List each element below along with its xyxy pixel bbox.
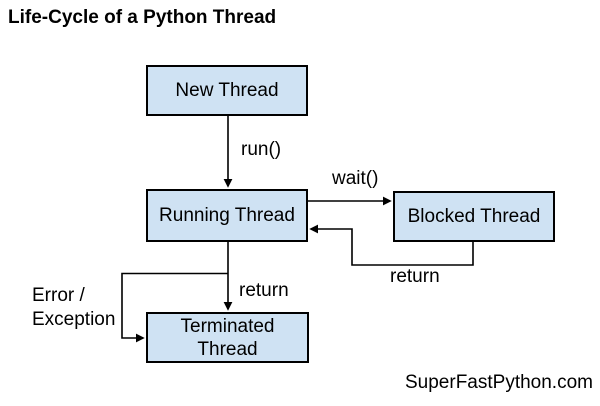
node-new-thread: New Thread: [146, 65, 308, 116]
diagram-title: Life-Cycle of a Python Thread: [8, 7, 277, 28]
node-terminated-thread: Terminated Thread: [146, 312, 309, 363]
edge-label-error-exception: Error / Exception: [32, 285, 116, 330]
edge-label-blocked-return: return: [390, 266, 440, 287]
edge-label-run: run(): [241, 139, 282, 160]
edge-label-running-return: return: [239, 280, 289, 301]
arrow-running-to-terminated-error: [121, 272, 228, 343]
node-blocked-thread: Blocked Thread: [393, 191, 555, 242]
edge-label-wait: wait(): [332, 168, 379, 189]
arrow-blocked-to-running-return: [309, 224, 474, 266]
node-running-thread: Running Thread: [146, 189, 308, 242]
watermark: SuperFastPython.com: [405, 372, 593, 393]
